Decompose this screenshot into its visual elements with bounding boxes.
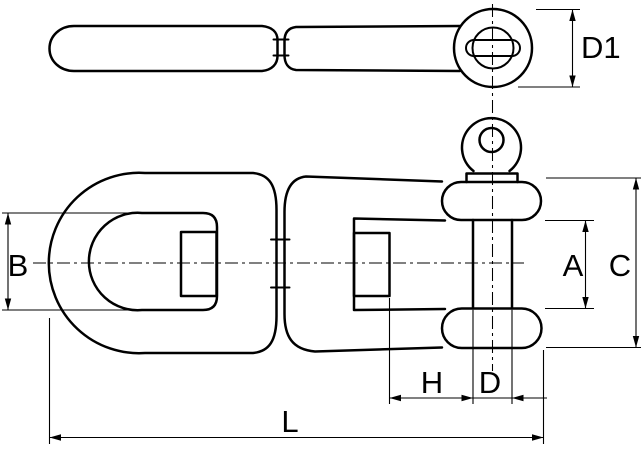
dimension-d: D xyxy=(472,310,547,404)
a-arrow-up xyxy=(582,220,589,232)
dimension-label-h: H xyxy=(421,365,443,400)
dimension-a: A xyxy=(545,219,594,310)
c-arrow-up xyxy=(632,178,640,190)
a-arrow-down xyxy=(582,297,589,309)
eye-outer-outline xyxy=(47,171,278,355)
swivel-joint-ticks-top-view xyxy=(272,38,290,57)
l-extension-lines xyxy=(48,318,545,444)
eye-nut-pin-head-outline xyxy=(460,116,523,173)
dimension-label-d: D xyxy=(479,365,501,400)
jaw-crotch-section xyxy=(352,231,391,298)
dimension-l: L xyxy=(48,318,545,444)
top-view xyxy=(48,7,534,89)
c-extension-lines xyxy=(546,177,641,349)
b-arrow-up xyxy=(4,213,12,225)
eye-link-profile-outline xyxy=(48,24,279,73)
c-arrow-down xyxy=(632,336,640,348)
center-lines xyxy=(33,4,524,371)
eye-nut-hole xyxy=(478,126,505,154)
swivel-joint-ticks-front-view xyxy=(270,238,291,289)
jaw-link-profile-outline xyxy=(283,24,462,73)
h-arrow-left xyxy=(389,394,401,402)
d-extension-lines xyxy=(472,310,513,404)
pin-head-slot xyxy=(465,39,521,57)
upper-jaw-arm-boss xyxy=(440,180,543,222)
l-arrow-right xyxy=(532,434,544,441)
dimension-c: C xyxy=(546,177,641,349)
b-extension-lines xyxy=(2,212,142,311)
l-arrow-left xyxy=(49,434,61,441)
pin-head-collar xyxy=(465,172,519,184)
dimension-label-c: C xyxy=(609,248,631,283)
b-arrow-down xyxy=(4,298,12,310)
pin-boss-circle xyxy=(452,7,534,89)
dimension-label-d1: D1 xyxy=(581,30,621,65)
h-arrow-right xyxy=(461,394,473,402)
front-view xyxy=(47,116,543,355)
d1-arrow-down xyxy=(569,75,576,87)
pin-shaft xyxy=(471,218,514,310)
jaw-body-outline xyxy=(283,175,444,353)
dimension-h: H xyxy=(388,298,473,404)
eye-stem-section xyxy=(179,230,218,298)
dimension-label-b: B xyxy=(8,248,29,283)
d1-extension-lines xyxy=(518,8,580,88)
eye-inner-hole xyxy=(87,211,219,312)
slotted-pin-head-circle xyxy=(471,26,515,70)
dimension-label-a: A xyxy=(563,248,584,283)
dimension-b: B xyxy=(2,212,142,311)
dimension-label-l: L xyxy=(281,404,298,439)
d1-arrow-up xyxy=(569,9,576,21)
lower-jaw-arm-boss xyxy=(440,307,543,350)
d-arrow-left xyxy=(512,394,524,402)
dimension-d1: D1 xyxy=(518,8,621,88)
